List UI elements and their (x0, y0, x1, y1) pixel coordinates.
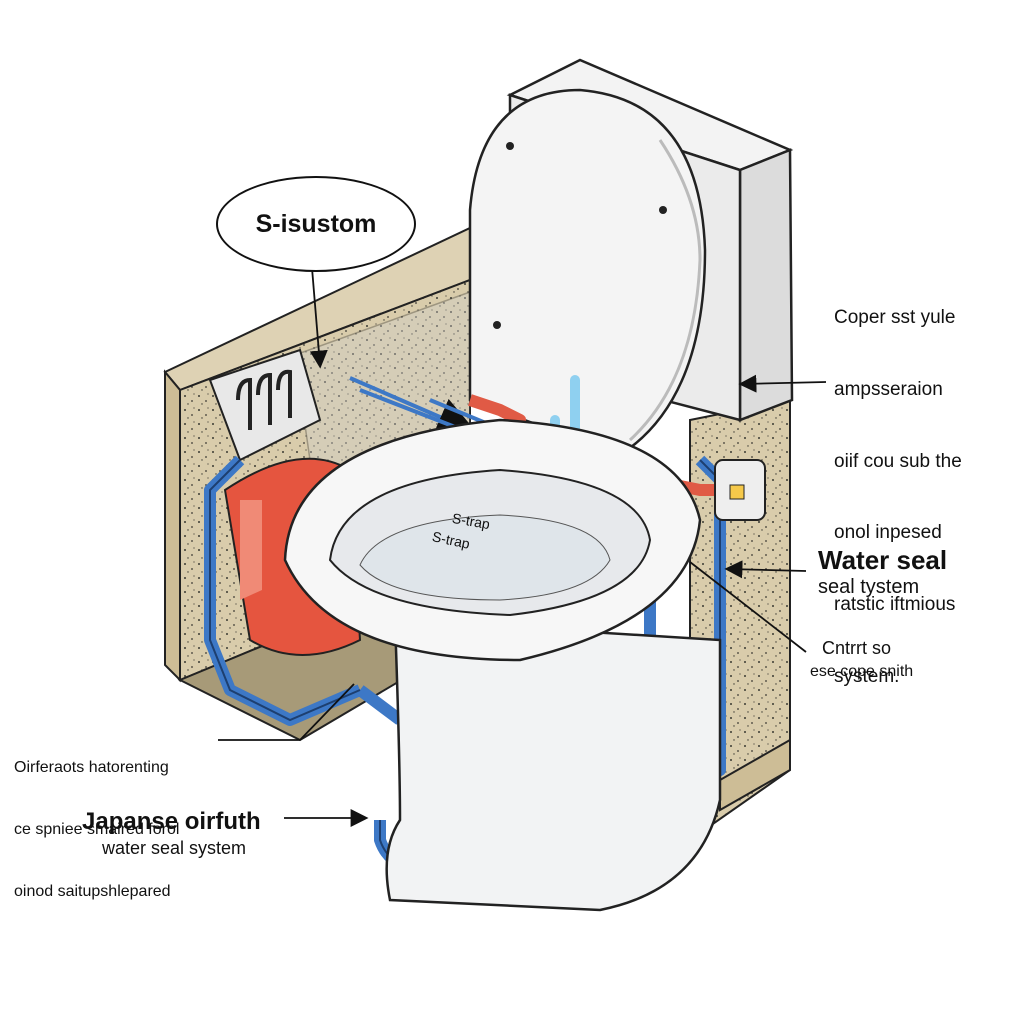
left-description-line: Oirferaots hatorenting (14, 758, 169, 776)
toilet-bowl (283, 418, 722, 912)
right-description-line: oiif cou sub the (834, 450, 962, 472)
right-description-line: system. (834, 665, 900, 687)
seat-lid (468, 88, 707, 457)
left-description-line: oinod saitupshlepared (14, 883, 171, 901)
bubble-label: S-isustom (255, 209, 377, 238)
japanese-title: Japanse oirfuth (82, 808, 261, 835)
right-description-line: Coper sst yule (834, 306, 956, 328)
right-description-line: ampsseraion (834, 378, 943, 400)
valve-assembly (208, 348, 322, 462)
control-subtitle: ese cope snith (810, 663, 914, 680)
right-description-block: Coper sst yule ampsseraion oiif cou sub … (834, 258, 962, 713)
water-seal-title: Water seal (818, 545, 948, 575)
right-connector (714, 459, 766, 521)
callout-leaders (218, 267, 827, 827)
water-seal-subtitle: seal tystem (818, 576, 920, 598)
s-isustom-callout: S-isustom (216, 176, 416, 272)
control-title: Cntrrt so (822, 638, 892, 658)
left-description-line: ce spniee smaired forol (14, 820, 180, 838)
left-description-block: Oirferaots hatorenting ce spniee smaired… (14, 716, 179, 924)
right-description-line: ratstic iftmious (834, 594, 956, 616)
right-description-line: onol inpesed (834, 522, 942, 544)
japanese-subtitle: water seal system (102, 838, 247, 858)
